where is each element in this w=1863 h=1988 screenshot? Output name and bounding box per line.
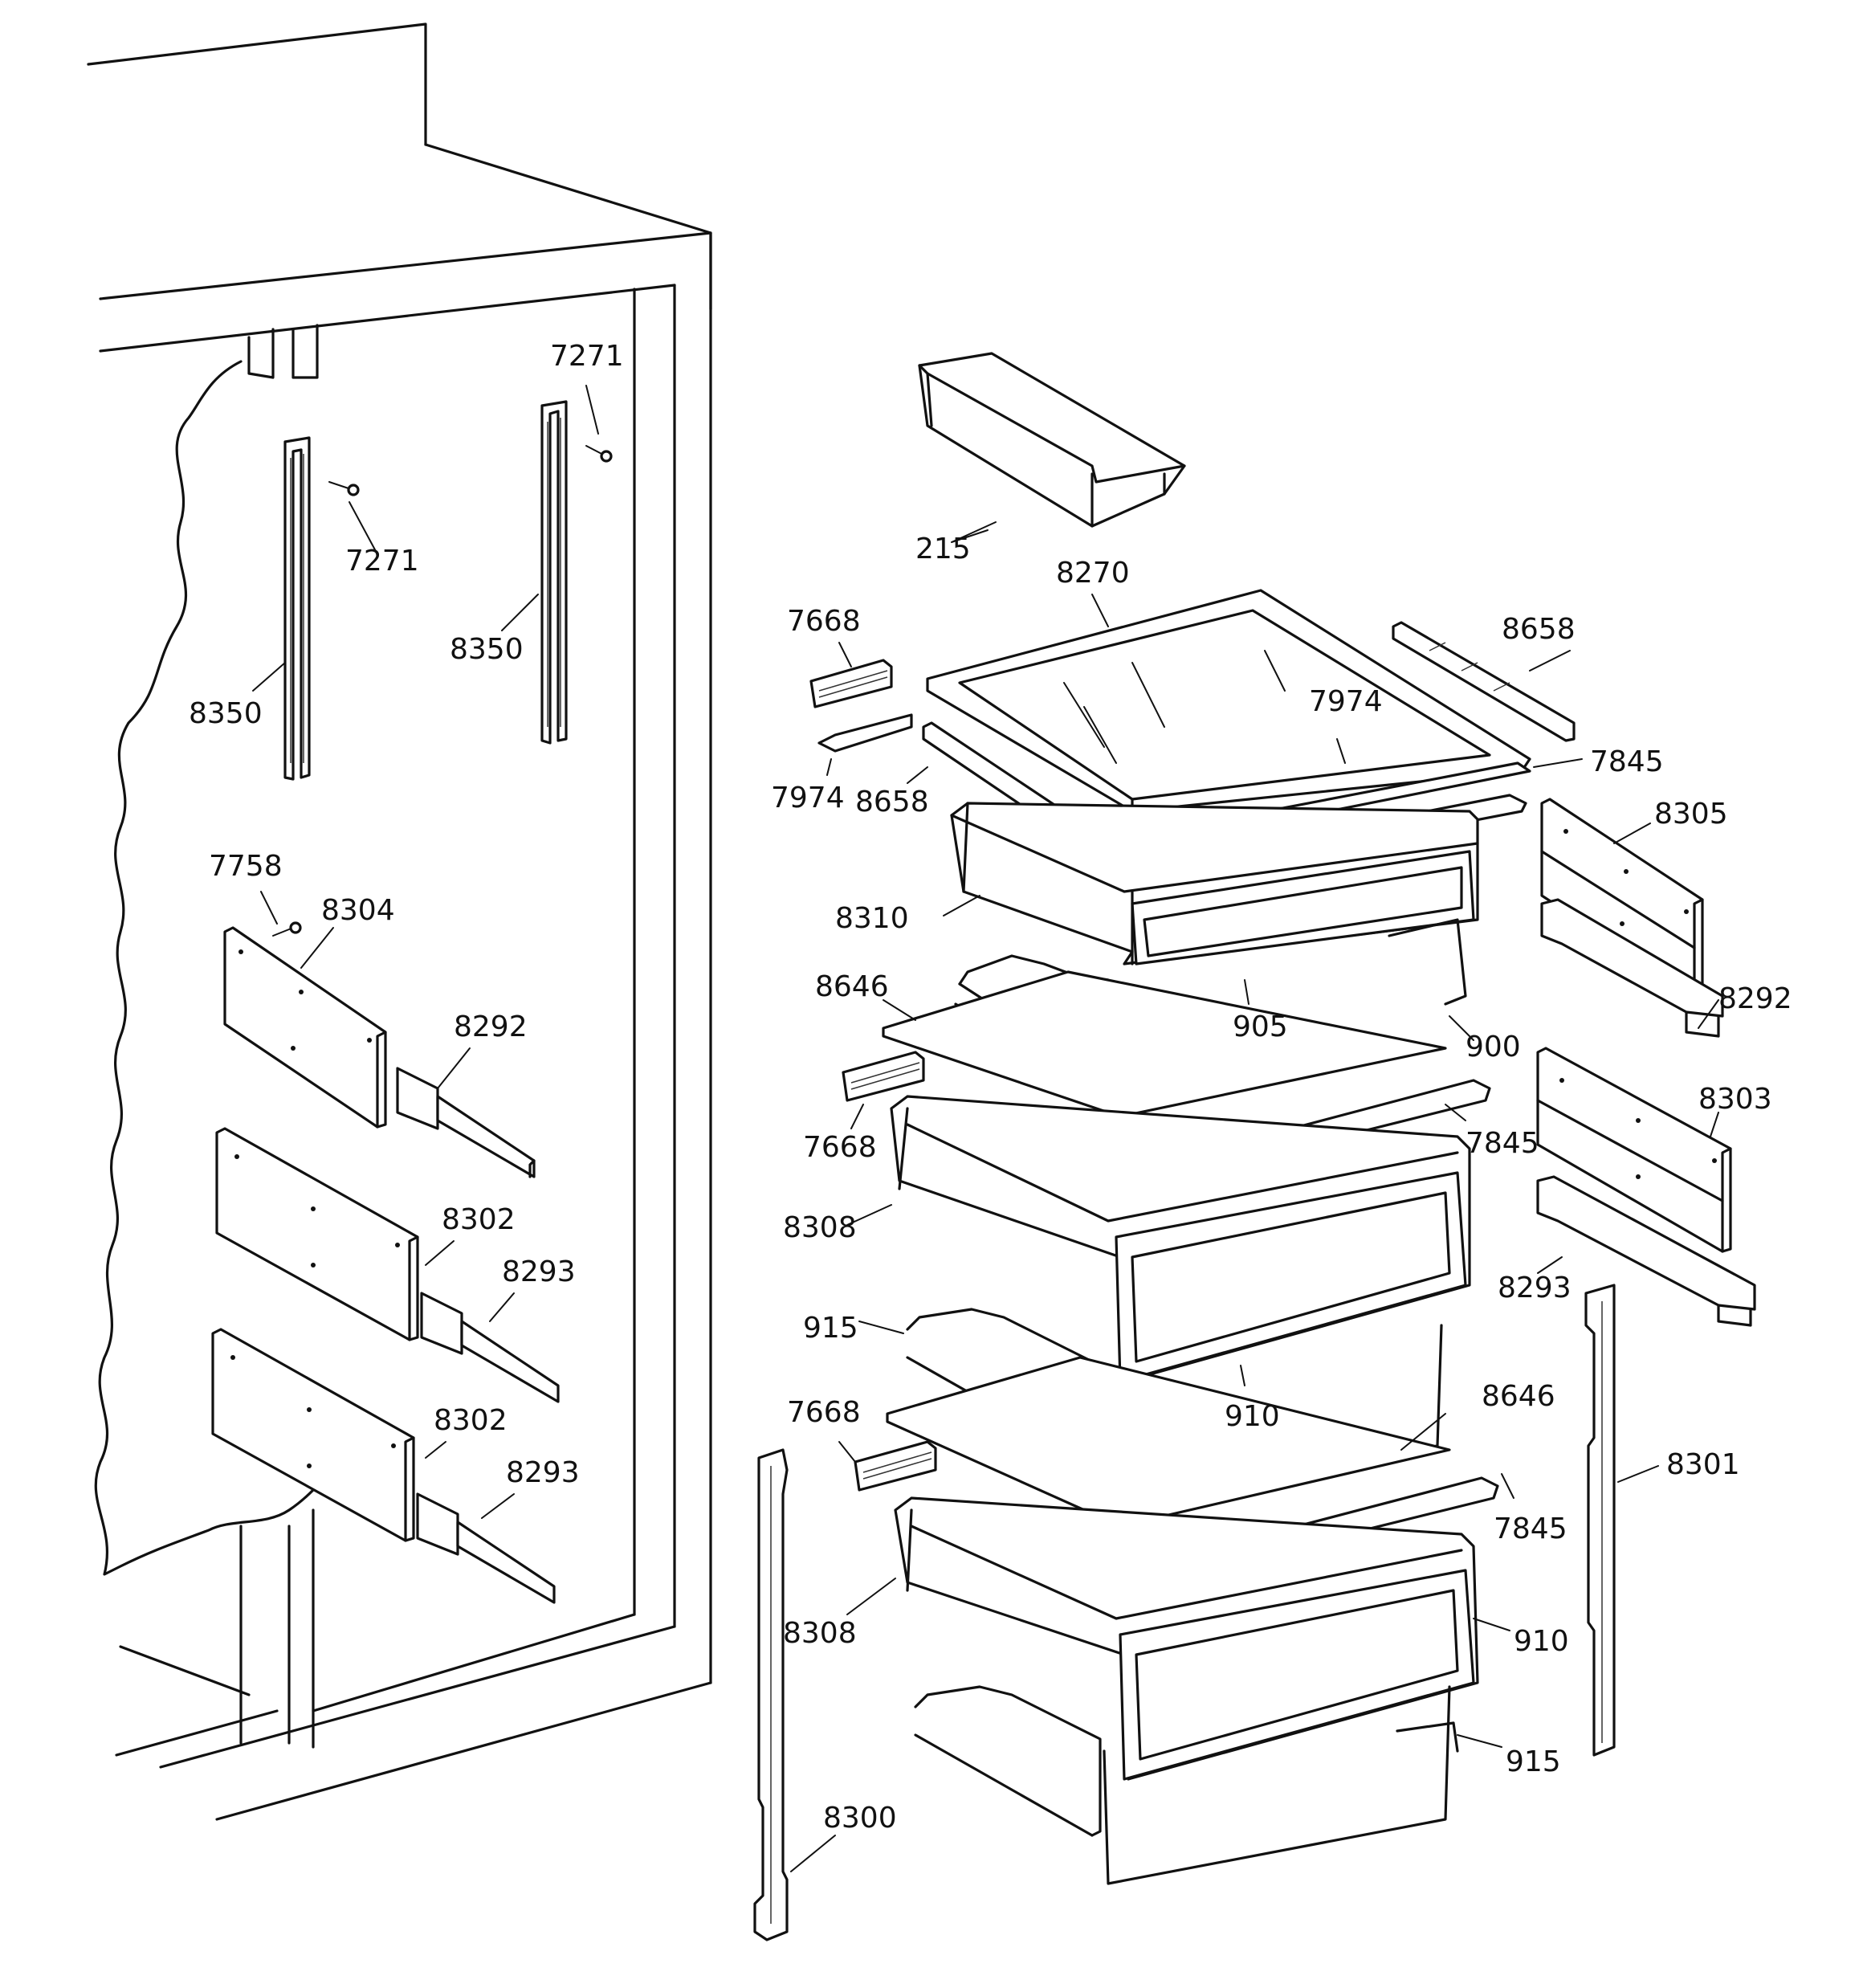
glass-shelf-8270 bbox=[926, 589, 1531, 813]
label-8308-a: 8308 bbox=[783, 1211, 857, 1244]
label-8310: 8310 bbox=[835, 902, 909, 935]
shelf-support-8303 bbox=[1536, 1047, 1732, 1253]
crisper-drawer-8310 bbox=[950, 802, 1479, 965]
slide-rail-8293-b bbox=[416, 1492, 556, 1604]
shelf-ladder-rail-right bbox=[540, 400, 568, 745]
slide-rail-8293-right bbox=[1536, 1175, 1756, 1327]
screw-icon bbox=[328, 481, 360, 496]
crisper-drawer-8308-a bbox=[890, 1095, 1471, 1383]
shelf-support-8304 bbox=[223, 926, 387, 1129]
label-8293-a: 8293 bbox=[502, 1255, 576, 1288]
bracket-8658-right bbox=[1392, 621, 1576, 742]
label-8304: 8304 bbox=[321, 894, 395, 927]
label-8308-b: 8308 bbox=[783, 1617, 857, 1650]
glass-insert-8646-b bbox=[886, 1356, 1451, 1528]
label-915-b: 915 bbox=[1506, 1745, 1561, 1778]
side-rail-8300 bbox=[753, 1448, 789, 1941]
label-7845-b: 7845 bbox=[1466, 1127, 1539, 1160]
label-910-a: 910 bbox=[1225, 1400, 1280, 1433]
slide-rail-8292-right bbox=[1540, 898, 1724, 1038]
label-915-a: 915 bbox=[803, 1312, 858, 1345]
trim-7974-left bbox=[817, 713, 913, 753]
label-215: 215 bbox=[915, 533, 971, 565]
label-7668-a: 7668 bbox=[787, 605, 861, 638]
label-7271-right: 7271 bbox=[550, 340, 624, 373]
slide-rail-8293-a bbox=[420, 1292, 560, 1403]
label-8300: 8300 bbox=[823, 1802, 897, 1835]
slide-rail-8292 bbox=[396, 1067, 536, 1178]
label-8301: 8301 bbox=[1666, 1448, 1740, 1481]
label-8302-a: 8302 bbox=[442, 1203, 516, 1236]
screw-icon bbox=[585, 445, 613, 463]
label-8646-a: 8646 bbox=[815, 970, 889, 1003]
tray-215 bbox=[918, 352, 1186, 528]
part-labels: 215 8270 7668 8658 7974 7974 8658 7845 8… bbox=[189, 340, 1792, 1835]
clip-7668-b bbox=[842, 1051, 925, 1102]
shelf-ladder-rail-left bbox=[283, 436, 311, 781]
label-8293-b: 8293 bbox=[506, 1456, 580, 1489]
glass-insert-8646-a bbox=[882, 970, 1447, 1118]
wire-frame-915-b bbox=[914, 1685, 1459, 1885]
label-7845-c: 7845 bbox=[1494, 1512, 1567, 1545]
label-8303: 8303 bbox=[1698, 1083, 1772, 1116]
label-8350-right: 8350 bbox=[450, 633, 524, 666]
label-910-b: 910 bbox=[1514, 1625, 1569, 1658]
label-7845-a: 7845 bbox=[1590, 745, 1664, 778]
label-7668-c: 7668 bbox=[787, 1396, 861, 1429]
label-7974-left: 7974 bbox=[771, 782, 845, 814]
crisper-drawer-8308-b bbox=[894, 1496, 1479, 1781]
screw-icon bbox=[272, 921, 302, 937]
label-8658-left: 8658 bbox=[855, 786, 929, 818]
label-7271-left: 7271 bbox=[345, 545, 419, 578]
clip-7668-c bbox=[854, 1440, 937, 1492]
label-8293-right: 8293 bbox=[1498, 1272, 1572, 1304]
side-rail-8301 bbox=[1584, 1284, 1616, 1757]
label-900: 900 bbox=[1466, 1031, 1521, 1063]
label-8302-b: 8302 bbox=[434, 1404, 508, 1437]
label-8350-left: 8350 bbox=[189, 697, 263, 730]
clip-7668-a bbox=[809, 659, 893, 708]
label-8646-b: 8646 bbox=[1482, 1380, 1555, 1413]
label-7758: 7758 bbox=[209, 850, 283, 883]
label-905: 905 bbox=[1233, 1010, 1288, 1043]
refrigerator-cabinet bbox=[87, 22, 712, 1821]
label-8305: 8305 bbox=[1654, 798, 1728, 831]
leader-lines bbox=[252, 385, 1719, 1872]
shelf-support-8302-a bbox=[215, 1127, 419, 1341]
label-8292-right: 8292 bbox=[1718, 982, 1792, 1015]
label-8270: 8270 bbox=[1056, 557, 1130, 590]
label-7668-b: 7668 bbox=[803, 1131, 877, 1164]
label-8658-right: 8658 bbox=[1502, 613, 1576, 646]
label-8292-left: 8292 bbox=[454, 1010, 528, 1043]
shelf-support-8302-b bbox=[211, 1328, 415, 1542]
label-7974-right: 7974 bbox=[1309, 685, 1383, 718]
